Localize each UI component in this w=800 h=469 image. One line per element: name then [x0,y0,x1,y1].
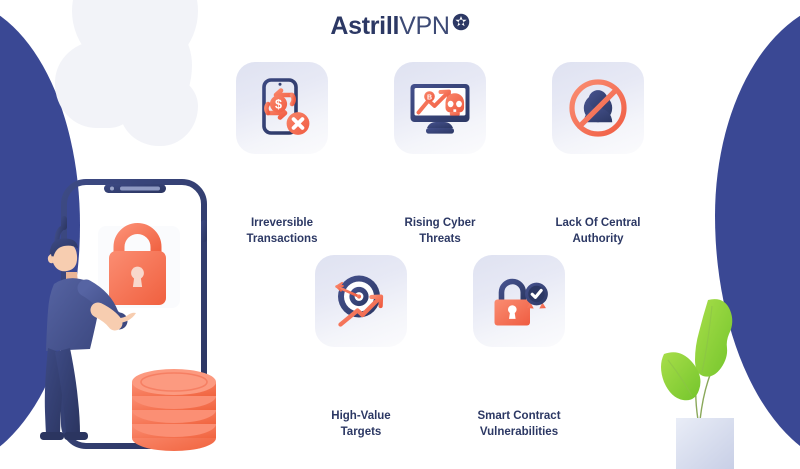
coin-stack-icon [132,369,216,451]
light-gray-blob [120,72,198,146]
caption-line-1: Lack Of Central [555,217,641,229]
feature-caption-rising-cyber-threats: Rising Cyber Threats [365,216,515,248]
brand-name-bold: Astrill [330,12,400,40]
feature-caption-irreversible-transactions: Irreversible Transactions [207,216,357,248]
star-badge-icon [452,13,470,36]
monitor-bitcoin-trend-skull-icon: B [410,84,470,134]
caption-line-2: Threats [419,232,461,245]
brand-name: AstrillVPN [330,12,450,40]
caption-line-1: Irreversible [250,217,313,229]
caption-line-1: Rising Cyber [404,217,476,229]
feature-card-lack-of-central-authority[interactable] [552,62,644,154]
potted-plant-icon [648,286,778,469]
feature-caption-lack-of-central-authority: Lack Of Central Authority [523,216,673,248]
caption-line-2: Authority [572,232,624,245]
feature-caption-smart-contract-vulnerabilities: Smart Contract Vulnerabilities [444,409,594,441]
feature-card-high-value-targets[interactable] [315,255,407,347]
feature-card-irreversible-transactions[interactable]: $ [236,62,328,154]
feature-card-smart-contract-vulnerabilities[interactable] [473,255,565,347]
svg-text:B: B [427,95,432,102]
phone-transfer-dollar-error-icon: $ [262,78,310,135]
target-arrow-trend-icon [335,275,384,327]
caption-line-2: Vulnerabilities [479,425,559,438]
caption-line-1: High-Value [331,410,391,422]
feature-caption-high-value-targets: High-Value Targets [286,409,436,441]
padlock-verified-badge-icon [494,278,548,326]
brand-name-light: VPN [399,12,450,40]
brand-logo: AstrillVPN [0,14,800,39]
caption-line-2: Transactions [246,232,318,245]
caption-line-2: Targets [340,425,382,438]
user-prohibited-icon [569,79,627,137]
man-phone-padlock-coins-illustration [26,176,256,461]
feature-card-rising-cyber-threats[interactable]: B [394,62,486,154]
skull-icon [445,93,465,116]
svg-text:$: $ [275,98,282,112]
caption-line-1: Smart Contract [477,410,561,422]
